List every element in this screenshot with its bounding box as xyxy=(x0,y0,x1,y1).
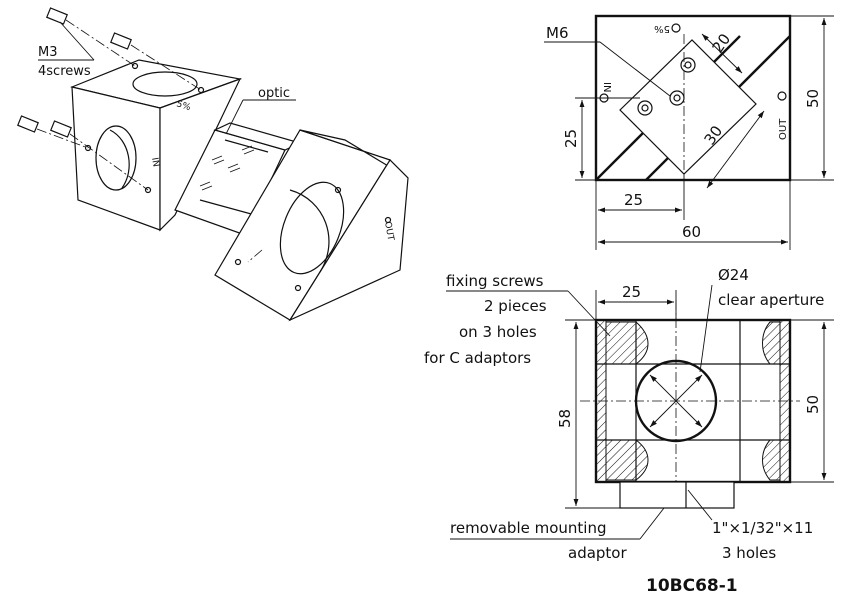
top-view: 5% IN OUT M6 60 25 50 25 30 20 xyxy=(544,14,834,250)
top-dim-optic-2: 20 xyxy=(709,30,735,56)
note-mount-2: adaptor xyxy=(568,544,627,562)
screw-icon xyxy=(50,120,149,191)
iso-screws: M3 4screws xyxy=(17,7,202,191)
iso-optic-holder: optic xyxy=(174,86,302,236)
note-mount-1: removable mounting xyxy=(450,519,607,537)
aperture-dia: Ø24 xyxy=(718,266,749,284)
note-thread-2: 3 holes xyxy=(722,544,776,562)
top-thread-label: M6 xyxy=(546,24,569,42)
note-thread-1: 1"×1/32"×11 xyxy=(712,519,813,537)
front-dim-left: 58 xyxy=(556,409,574,428)
front-view: 25 58 50 fixing screws 2 pieces on 3 hol… xyxy=(424,266,834,562)
iso-optic-label: optic xyxy=(258,86,290,101)
iso-mark-pct: 5% xyxy=(175,99,192,113)
top-dim-width: 60 xyxy=(682,223,701,241)
note-fixing-4: for C adaptors xyxy=(424,349,531,367)
note-fixing-2: 2 pieces xyxy=(484,297,547,315)
iso-mark-out: OUT xyxy=(382,221,395,242)
front-dim-right: 50 xyxy=(804,395,822,414)
iso-glass-hatch xyxy=(199,145,255,191)
iso-right-block: OUT xyxy=(214,129,409,322)
top-dim-offset-x: 25 xyxy=(624,191,643,209)
part-number: 10BC68-1 xyxy=(646,576,738,596)
iso-screws-label-1: M3 xyxy=(38,45,58,60)
screw-icon xyxy=(110,32,202,91)
top-dim-offset-y: 25 xyxy=(562,129,580,148)
top-mark-in: IN xyxy=(601,82,612,92)
screw-icon xyxy=(17,115,89,149)
top-mark-pct: 5% xyxy=(654,23,670,34)
note-fixing-3: on 3 holes xyxy=(459,323,537,341)
aperture-label: clear aperture xyxy=(718,291,824,309)
screw-icon xyxy=(46,7,136,67)
top-mark-out: OUT xyxy=(778,118,789,140)
isometric-view: 5% IN M3 4screws xyxy=(17,7,409,322)
iso-screws-label-2: 4screws xyxy=(38,64,91,79)
note-fixing-1: fixing screws xyxy=(446,272,544,290)
front-dim-top: 25 xyxy=(622,283,641,301)
iso-mark-in: IN xyxy=(149,157,160,168)
iso-left-block: 5% IN xyxy=(70,59,243,232)
top-dim-height: 50 xyxy=(804,89,822,108)
